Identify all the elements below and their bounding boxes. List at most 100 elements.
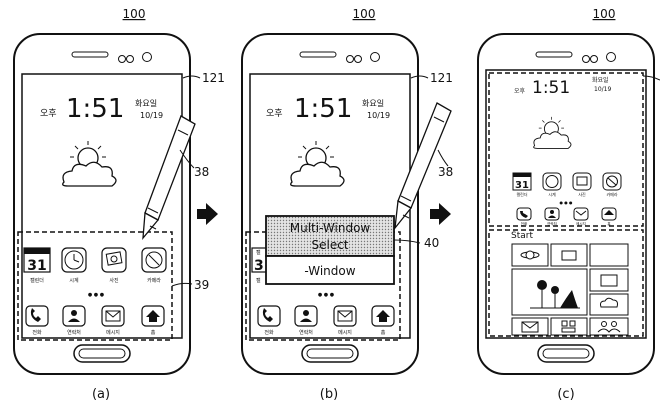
caption-a: (a) bbox=[92, 387, 110, 402]
tile-mail[interactable] bbox=[511, 317, 549, 336]
dock-label-phone-a: 전화 bbox=[32, 329, 42, 336]
tile-tulips[interactable] bbox=[511, 268, 588, 316]
speaker-b bbox=[299, 51, 380, 63]
panel-b: 100 오후 1:51 화요일 10/19 캘 3 캘 ● ● ● bbox=[241, 7, 453, 402]
app-label-camera-a: 카메라 bbox=[147, 277, 161, 284]
leader-window-c bbox=[642, 75, 660, 81]
messages-dock-icon-b[interactable] bbox=[333, 305, 357, 327]
tile-tv[interactable] bbox=[550, 243, 588, 267]
clock-time-a: 1:51 bbox=[66, 94, 124, 124]
ampm-b: 오후 bbox=[266, 108, 283, 119]
popup-item-select[interactable]: Select bbox=[311, 238, 348, 252]
stylus-pen-b bbox=[394, 102, 452, 231]
speaker-a bbox=[71, 51, 152, 63]
dock-label-phone-c: 전화 bbox=[521, 221, 528, 226]
multi-window-popup[interactable]: Multi-Window Select -Window bbox=[265, 215, 395, 285]
caption-c: (c) bbox=[557, 387, 574, 402]
phone-dock-icon-b[interactable] bbox=[257, 305, 281, 327]
label-screen-a: 121 bbox=[202, 71, 225, 85]
start-tile-grid bbox=[511, 243, 629, 336]
leader-screen-b bbox=[410, 75, 429, 79]
clock-time-c: 1:51 bbox=[532, 78, 570, 98]
dock-label-messages-b: 메시지 bbox=[338, 329, 352, 336]
camera-app-icon-a[interactable] bbox=[141, 247, 167, 273]
home-dock-icon-b[interactable] bbox=[371, 305, 395, 327]
app-label-calendar-a: 캘린더 bbox=[30, 277, 44, 284]
messages-dock-icon-a[interactable] bbox=[101, 305, 125, 327]
leader-region-a bbox=[171, 282, 193, 287]
clock-app-icon-c[interactable] bbox=[542, 172, 562, 191]
ampm-a: 오후 bbox=[40, 108, 57, 119]
stylus-pen-a bbox=[142, 115, 196, 240]
home-button-a[interactable] bbox=[73, 344, 131, 363]
date-a: 10/19 bbox=[140, 111, 163, 120]
tile-folder[interactable] bbox=[589, 268, 629, 292]
date-b: 10/19 bbox=[367, 111, 390, 120]
tile-apps[interactable] bbox=[550, 317, 588, 336]
dock-label-contacts-c: 연락처 bbox=[547, 221, 557, 226]
home-button-b[interactable] bbox=[301, 344, 359, 363]
calendar-partial-top-b: 캘 bbox=[256, 249, 261, 256]
calendar-day-c: 31 bbox=[515, 180, 529, 191]
home-button-c[interactable] bbox=[537, 344, 595, 363]
weekday-c: 화요일 bbox=[592, 76, 609, 84]
contacts-dock-icon-c[interactable] bbox=[544, 207, 560, 221]
weekday-a: 화요일 bbox=[135, 99, 157, 108]
upper-window-c bbox=[488, 72, 644, 227]
dock-label-contacts-a: 연락처 bbox=[67, 329, 81, 336]
label-screen-b: 121 bbox=[430, 71, 453, 85]
clock-app-icon-a[interactable] bbox=[61, 247, 87, 273]
dock-label-messages-a: 메시지 bbox=[106, 329, 120, 336]
home-dock-icon-c[interactable] bbox=[601, 207, 617, 221]
app-label-clock-c: 시계 bbox=[548, 191, 556, 197]
phone-dock-icon-a[interactable] bbox=[25, 305, 49, 327]
leader-pen-a bbox=[179, 149, 195, 169]
tile-cloud[interactable] bbox=[589, 293, 629, 316]
gallery-app-icon-a[interactable] bbox=[101, 247, 127, 273]
tile-blank[interactable] bbox=[589, 243, 629, 267]
lower-window-c bbox=[488, 229, 644, 337]
ref-number-b: 100 bbox=[353, 7, 376, 21]
phone-dock-icon-c[interactable] bbox=[516, 207, 532, 221]
label-pen-a: 38 bbox=[194, 165, 209, 179]
dock-label-phone-b: 전화 bbox=[264, 329, 274, 336]
leader-screen-a bbox=[182, 75, 201, 79]
popup-item-multi-window[interactable]: Multi-Window bbox=[290, 221, 371, 235]
page-dots-a: ● ● ● bbox=[88, 292, 105, 298]
messages-dock-icon-c[interactable] bbox=[573, 207, 589, 221]
calendar-partial-label-b: 캘 bbox=[256, 277, 261, 284]
gallery-app-icon-c[interactable] bbox=[572, 172, 592, 191]
calendar-app-icon-c[interactable]: 31 bbox=[512, 172, 532, 191]
calendar-day-a: 31 bbox=[27, 258, 46, 274]
calendar-app-icon-a[interactable]: 31 bbox=[23, 247, 51, 274]
ref-number-c: 100 bbox=[593, 7, 616, 21]
ampm-c: 오후 bbox=[514, 87, 526, 95]
ref-number-a: 100 bbox=[123, 7, 146, 21]
dock-label-home-a: 홈 bbox=[151, 329, 156, 336]
app-label-gallery-a: 사진 bbox=[109, 277, 119, 284]
weekday-b: 화요일 bbox=[362, 99, 384, 108]
contacts-dock-icon-a[interactable] bbox=[62, 305, 86, 327]
label-region-a: 39 bbox=[194, 278, 209, 292]
page-dots-c: ● ● ● bbox=[559, 200, 573, 205]
app-label-camera-c: 카메라 bbox=[606, 191, 617, 197]
leader-popup-b bbox=[393, 239, 421, 244]
speaker-c bbox=[535, 51, 616, 63]
date-c: 10/19 bbox=[594, 86, 611, 93]
camera-app-icon-c[interactable] bbox=[602, 172, 622, 191]
contacts-dock-icon-b[interactable] bbox=[294, 305, 318, 327]
screen-b bbox=[249, 73, 411, 339]
calendar-partial-day-b: 3 bbox=[254, 258, 264, 274]
dock-label-home-b: 홈 bbox=[381, 329, 386, 336]
label-popup-b: 40 bbox=[424, 236, 439, 250]
app-label-gallery-c: 사진 bbox=[578, 191, 586, 197]
home-dock-icon-a[interactable] bbox=[141, 305, 165, 327]
app-label-calendar-c: 캘린더 bbox=[516, 191, 527, 197]
popup-item-window[interactable]: -Window bbox=[304, 264, 355, 278]
app-label-clock-a: 시계 bbox=[69, 277, 79, 284]
arrow-a-to-b bbox=[197, 203, 218, 225]
dock-label-home-c: 홈 bbox=[607, 221, 611, 226]
clock-time-b: 1:51 bbox=[294, 94, 352, 124]
panel-a: 100 오후 1:51 화요일 10/19 31 bbox=[13, 7, 225, 402]
